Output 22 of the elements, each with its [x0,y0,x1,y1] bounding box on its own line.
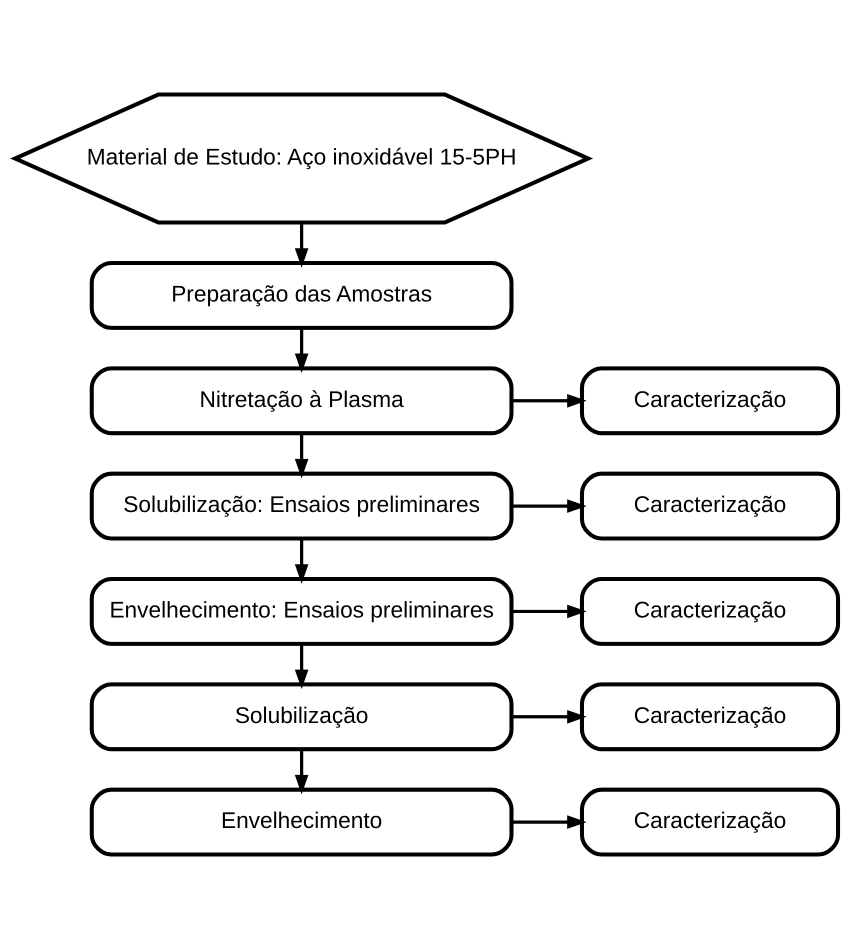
arrow [294,434,308,478]
node-box: Caracterização [580,472,840,541]
arrow [294,223,308,268]
arrow [512,815,587,829]
node-box: Envelhecimento: Ensaios preliminares [90,577,514,646]
node-box: Solubilização: Ensaios preliminares [90,472,514,541]
node-box: Preparação das Amostras [90,261,514,330]
node-box: Nitretação à Plasma [90,366,514,436]
node-box: Caracterização [580,682,840,752]
arrow [512,499,587,513]
node-box: Caracterização [580,366,840,436]
arrow [294,328,308,374]
node-box: Solubilização [90,682,514,752]
arrow [512,710,587,724]
arrow [294,750,308,794]
node-box: Envelhecimento [90,788,514,857]
arrow [512,604,587,618]
node-box: Caracterização [580,577,840,646]
arrow [294,538,308,584]
arrow [512,394,587,408]
arrow [294,644,308,690]
node-box: Caracterização [580,788,840,857]
